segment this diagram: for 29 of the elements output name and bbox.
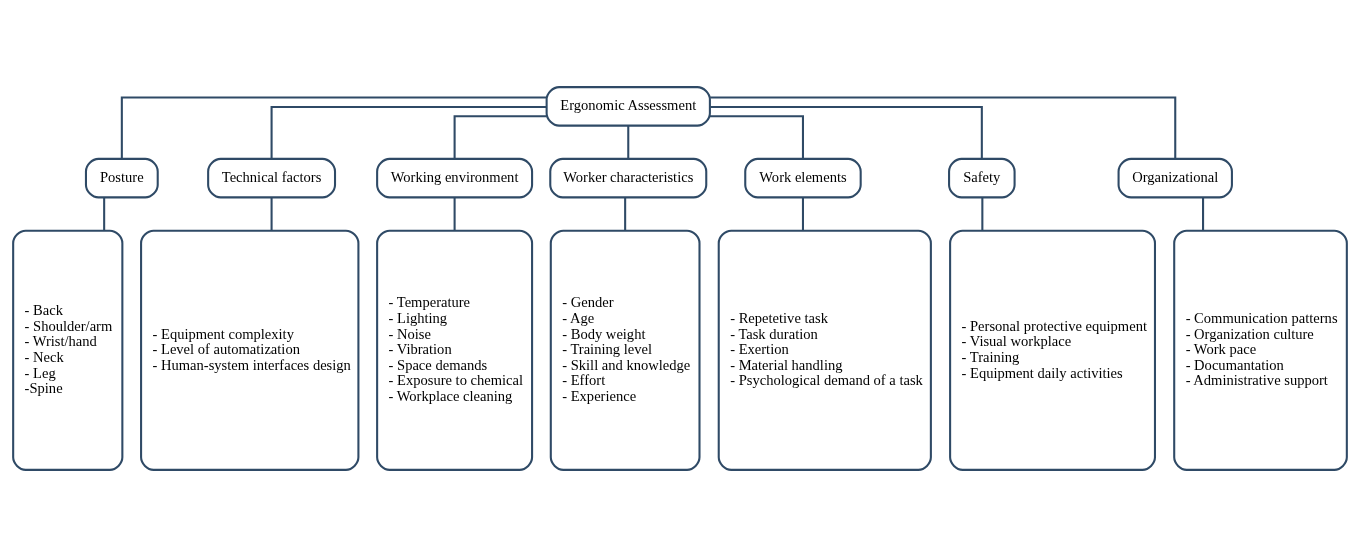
node-box: - Equipment complexity - Level of automatization - Human-system interfaces design <box>140 229 360 471</box>
connector <box>710 105 983 159</box>
node-box: - Personal protective equipment - Visual workplace - Training - Equipment daily activities <box>949 229 1156 471</box>
connector <box>270 105 547 159</box>
node-box: - Gender - Age - Body weight - Training level - Skill and knowledge - Effort - Experience <box>549 229 701 471</box>
connector <box>981 197 984 231</box>
node-box: - Communication patterns - Organization culture - Work pace - Documantation - Administrative support <box>1173 229 1348 471</box>
connector <box>270 197 273 231</box>
connector <box>710 115 804 159</box>
node-box: Ergonomic Assessment <box>545 86 711 127</box>
node-box: Working environment <box>376 157 534 199</box>
connector <box>624 197 627 231</box>
node-box: Organizational <box>1117 157 1233 199</box>
connector <box>627 126 630 159</box>
connector <box>801 197 804 231</box>
node-box: Technical factors <box>207 157 337 199</box>
node-box: Worker characteristics <box>549 157 708 199</box>
node-box: Safety <box>948 157 1016 199</box>
connector <box>710 96 1177 159</box>
node-box: - Temperature - Lighting - Noise - Vibration - Space demands - Exposure to chemical - Workplace cleaning <box>376 229 534 471</box>
node-box: - Back - Shoulder/arm - Wrist/hand - Neck - Leg -Spine <box>12 229 124 471</box>
connector <box>120 96 547 159</box>
node-box: Posture <box>84 157 159 199</box>
node-box: - Repetetive task - Task duration - Exertion - Material handling - Psychological demand of a task <box>717 229 932 471</box>
node-box: Work elements <box>744 157 862 199</box>
connector <box>103 197 106 231</box>
connector <box>453 197 456 231</box>
connector <box>453 115 547 159</box>
connector <box>1202 197 1205 231</box>
